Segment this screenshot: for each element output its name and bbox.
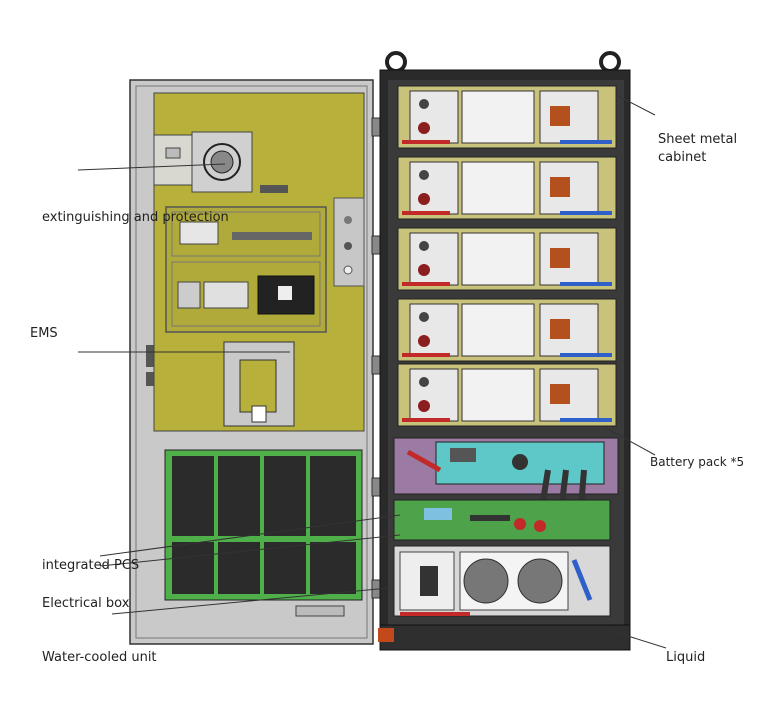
battery-pack bbox=[397, 363, 617, 427]
leader-liquid bbox=[595, 625, 667, 649]
label-integrated-pcs: integrated PCS bbox=[42, 558, 140, 573]
label-water-cooled-unit: Water-cooled unit bbox=[42, 650, 157, 665]
label-liquid: Liquid bbox=[666, 650, 706, 665]
leader-lines bbox=[77, 95, 667, 649]
pcs-board bbox=[393, 499, 611, 541]
leader-integrated-pcs-1 bbox=[99, 514, 401, 557]
label-extinguishing-and-protection: extinguishing and protection bbox=[42, 210, 229, 225]
leader-battery-pack bbox=[605, 427, 656, 456]
leader-sheet-metal-cabinet bbox=[617, 95, 656, 116]
leader-electrical-box bbox=[111, 587, 389, 615]
label-electrical-box: Electrical box bbox=[42, 596, 130, 611]
leader-extinguishing bbox=[77, 163, 226, 171]
battery-packs bbox=[397, 85, 617, 427]
electrical-box bbox=[393, 545, 611, 617]
label-sheet-metal-cabinet: Sheet metal cabinet bbox=[658, 132, 738, 165]
battery-pack bbox=[397, 298, 617, 362]
battery-pack bbox=[397, 85, 617, 149]
label-ems: EMS bbox=[30, 326, 58, 341]
battery-pack bbox=[397, 227, 617, 291]
high-voltage-box bbox=[393, 437, 619, 521]
leader-integrated-pcs-2 bbox=[99, 534, 401, 567]
label-battery-pack: Battery pack *5 bbox=[650, 455, 745, 469]
battery-pack bbox=[397, 156, 617, 220]
door-vent-filters bbox=[164, 449, 363, 617]
door-mounting-plate bbox=[153, 92, 365, 432]
